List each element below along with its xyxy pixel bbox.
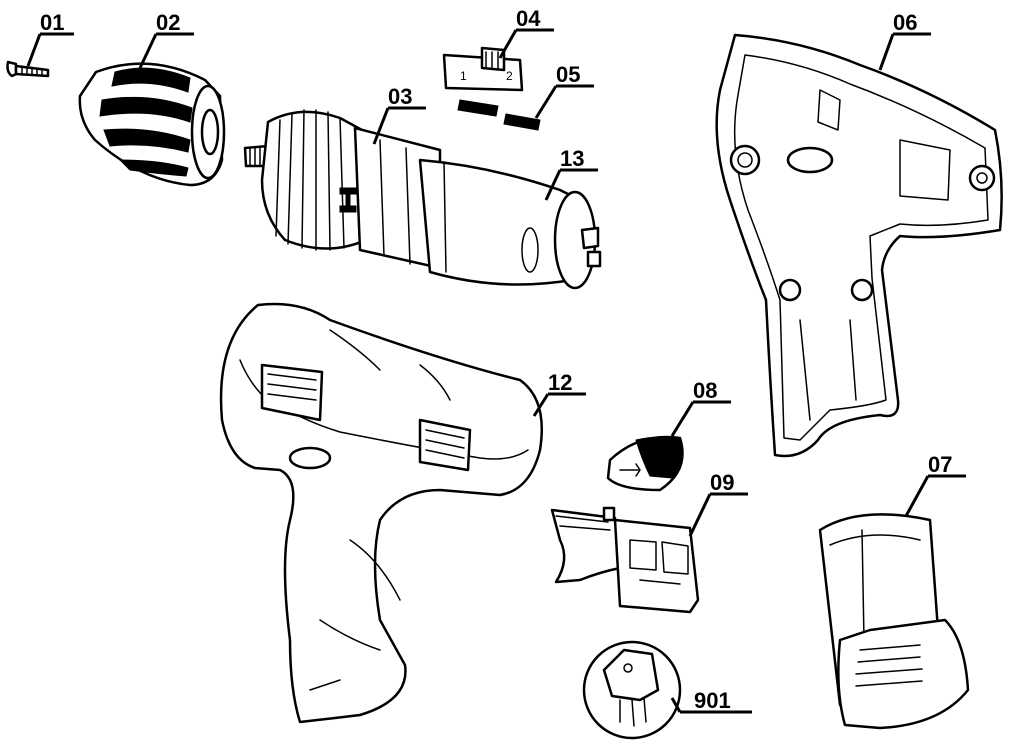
callout-labels: 01 02 03 04 05 06 07 08 09 901 12 13 — [40, 6, 952, 713]
housing-half-drawing — [715, 33, 1003, 458]
switch-detail-drawing — [582, 640, 682, 740]
springs-drawing — [457, 99, 541, 131]
callout-06: 06 — [893, 10, 917, 35]
callout-01: 01 — [40, 10, 64, 35]
callout-04: 04 — [516, 6, 541, 31]
direction-button-drawing — [606, 435, 684, 492]
callout-02: 02 — [156, 10, 180, 35]
gearbox-motor-drawing — [243, 109, 602, 290]
callout-07: 07 — [928, 452, 952, 477]
slider-mark-left: 1 — [460, 69, 467, 83]
callout-leaders — [26, 28, 966, 714]
screw-drawing — [6, 60, 50, 78]
callout-12: 12 — [548, 370, 572, 395]
callout-03: 03 — [388, 84, 412, 109]
battery-drawing — [818, 513, 970, 730]
callout-901: 901 — [694, 688, 731, 713]
callout-13: 13 — [560, 146, 584, 171]
slider-mark-right: 2 — [506, 69, 513, 83]
switch-slider-drawing: 1 2 — [442, 46, 524, 92]
chuck-drawing — [78, 62, 226, 187]
callout-08: 08 — [693, 378, 717, 403]
trigger-switch-drawing — [550, 506, 700, 614]
callout-09: 09 — [710, 470, 734, 495]
callout-05: 05 — [556, 62, 580, 87]
drill-body-drawing — [219, 302, 544, 724]
